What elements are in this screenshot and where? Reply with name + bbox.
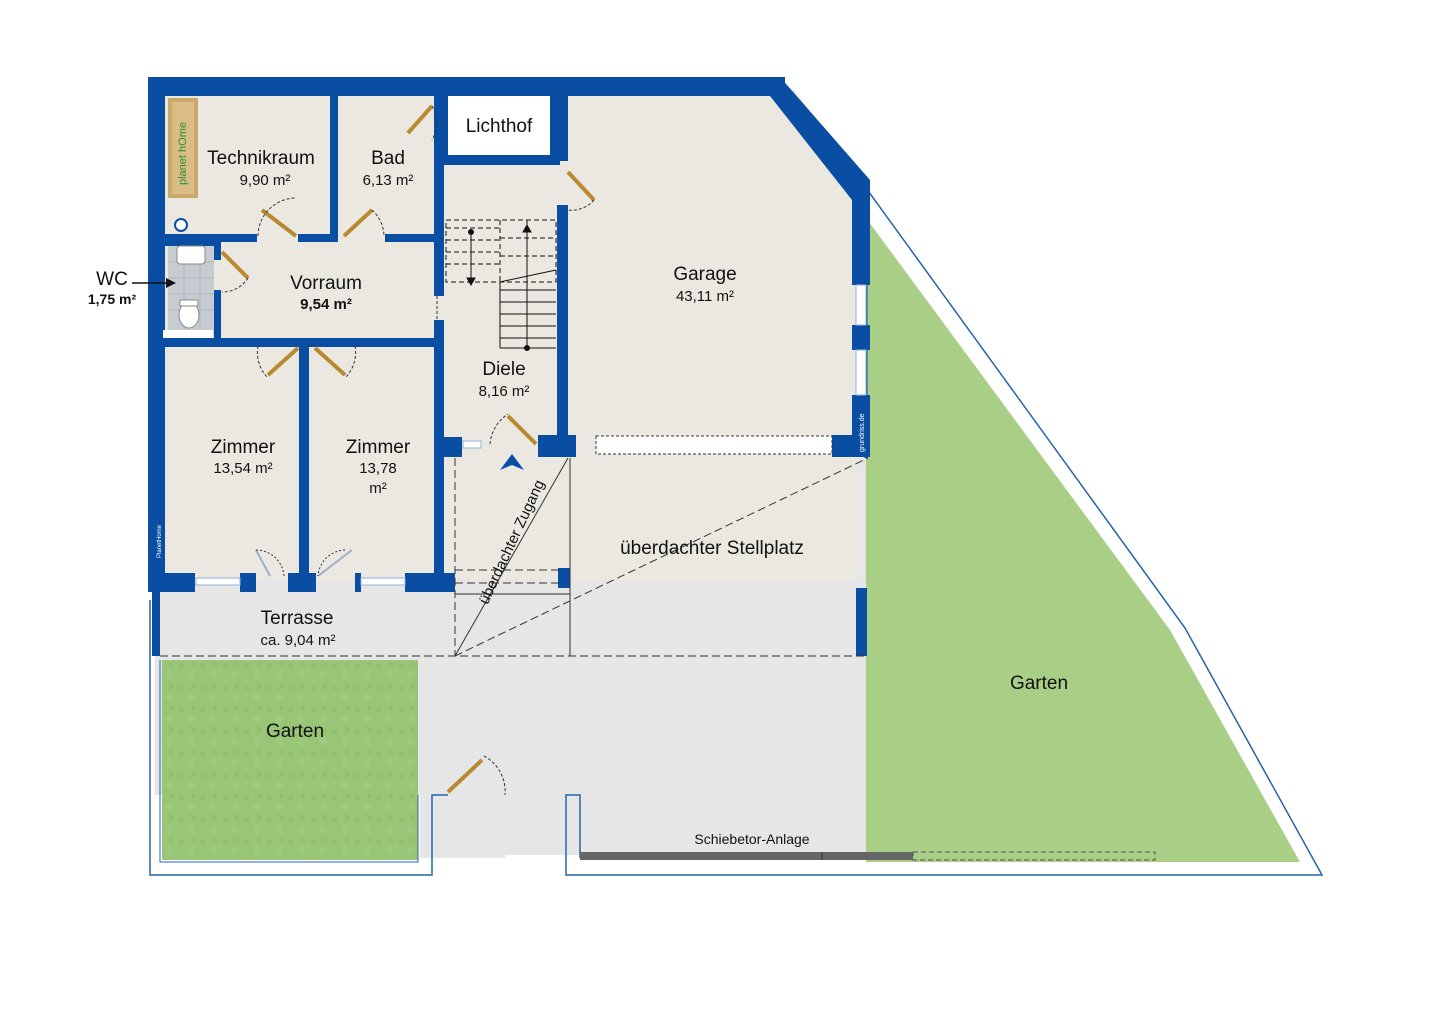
garage-label: Garage bbox=[673, 264, 736, 285]
lichthof-label: Lichthof bbox=[466, 116, 533, 137]
garden-right-lawn bbox=[866, 218, 1300, 862]
sliding-gate bbox=[580, 851, 1156, 861]
vorraum-area: 9,54 m² bbox=[300, 296, 352, 313]
garten-left-label: Garten bbox=[266, 721, 324, 742]
wc-area: 1,75 m² bbox=[88, 291, 137, 307]
bad-area: 6,13 m² bbox=[363, 172, 414, 189]
bad-label: Bad bbox=[371, 148, 405, 169]
vorraum-label: Vorraum bbox=[290, 273, 362, 294]
property-boundary-left bbox=[149, 600, 448, 876]
round-column-icon bbox=[174, 218, 188, 232]
zimmer-right-area-value: 13,78 bbox=[359, 460, 397, 477]
stairs-icon bbox=[445, 219, 557, 351]
technikraum-label: Technikraum bbox=[207, 148, 315, 169]
planet-home-logo: planet hOme bbox=[168, 98, 198, 198]
svg-text:planet hOme: planet hOme bbox=[177, 122, 189, 185]
technikraum-area: 9,90 m² bbox=[240, 172, 291, 189]
sink-icon bbox=[176, 245, 206, 265]
wc-pointer-arrow-icon bbox=[132, 278, 176, 288]
planethome-side-watermark: PlanetHome bbox=[157, 524, 163, 558]
wc-label: WC bbox=[96, 269, 128, 290]
windows bbox=[195, 284, 867, 586]
diele-area: 8,16 m² bbox=[479, 383, 530, 400]
walls bbox=[148, 77, 870, 656]
zimmer-left-area: 13,54 m² bbox=[213, 460, 272, 477]
zimmer-left-label: Zimmer bbox=[211, 437, 276, 458]
terrasse-area: ca. 9,04 m² bbox=[260, 632, 335, 649]
garage-door bbox=[595, 435, 833, 455]
door-swing-icon bbox=[220, 104, 596, 796]
terrasse-label: Terrasse bbox=[261, 608, 334, 629]
zimmer-right-label: Zimmer bbox=[346, 437, 411, 458]
garden-left-lawn bbox=[162, 660, 418, 860]
property-boundary-right bbox=[565, 187, 1324, 876]
entrance-arrow-icon bbox=[500, 454, 524, 470]
garten-right-label: Garten bbox=[1010, 673, 1068, 694]
wc-fixtures bbox=[163, 245, 214, 338]
diele-label: Diele bbox=[482, 359, 525, 380]
dashed-guides bbox=[160, 457, 869, 657]
garage-area: 43,11 m² bbox=[676, 288, 734, 305]
zimmer-right-area-unit: m² bbox=[369, 480, 387, 497]
schiebetor-label: Schiebetor-Anlage bbox=[694, 831, 809, 847]
stellplatz-label: überdachter Stellplatz bbox=[620, 538, 804, 559]
grundriss-watermark: grundriss.de bbox=[859, 413, 866, 452]
